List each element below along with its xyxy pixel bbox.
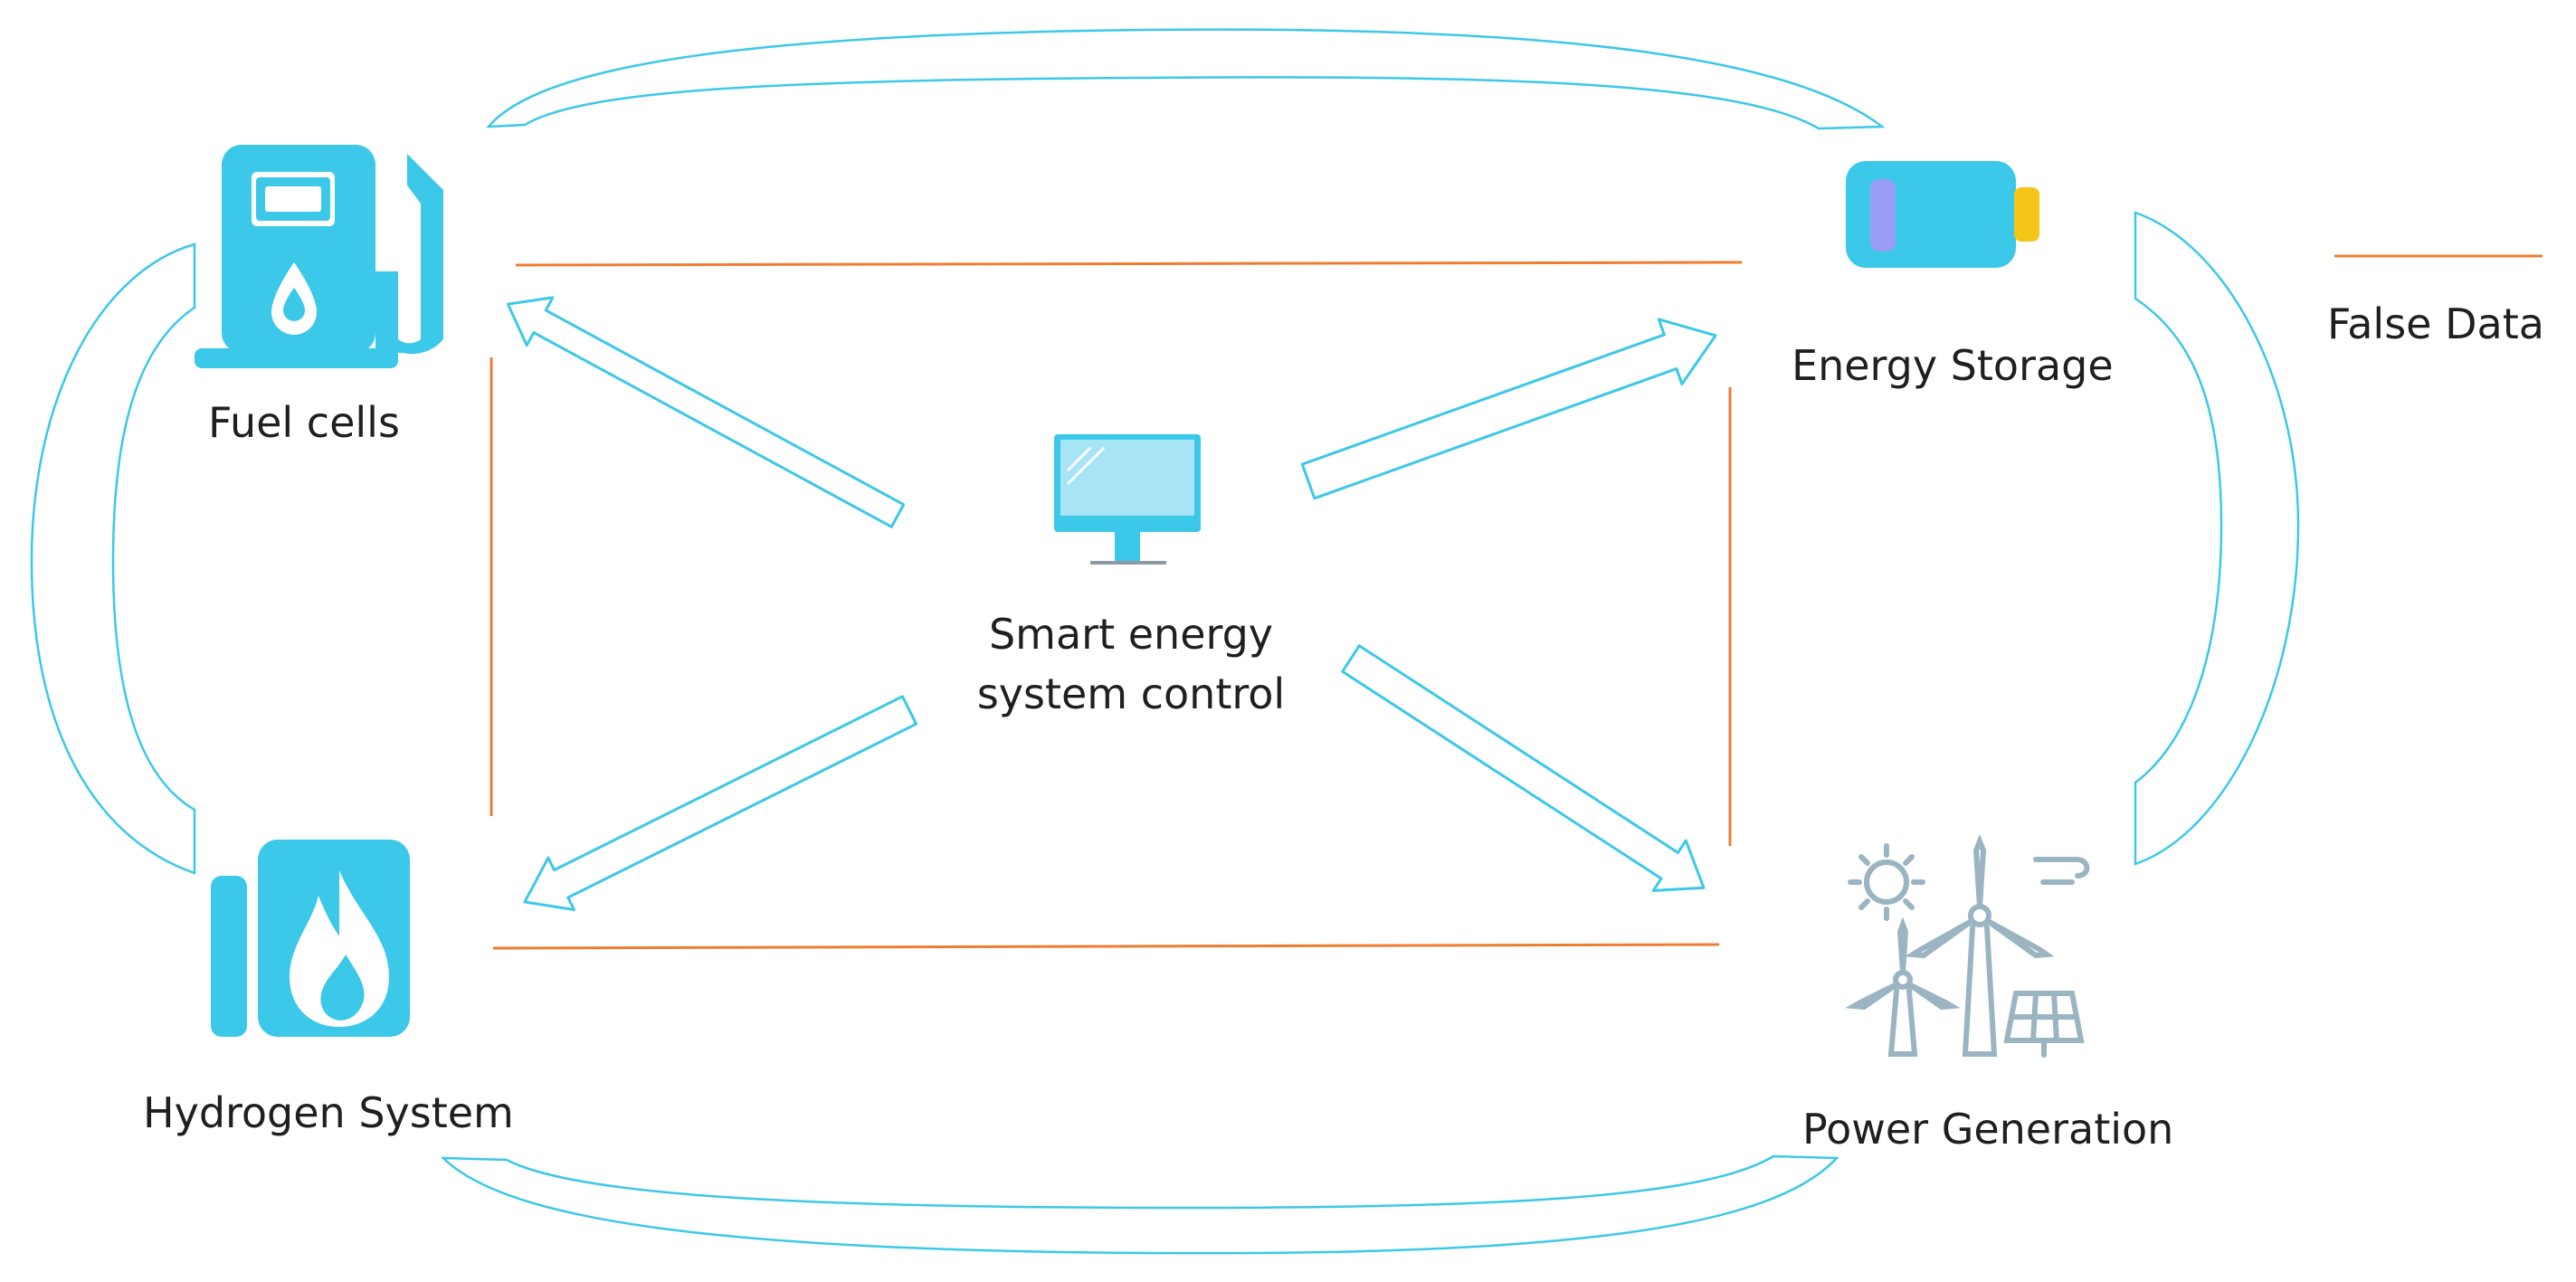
right-connector-band (2134, 211, 2300, 866)
false-data-line-bottom (492, 943, 1720, 950)
battery-icon (1846, 161, 2039, 268)
control-label-line-2: system control (976, 669, 1286, 718)
wind-solar-icon (1845, 833, 2090, 1058)
arrow-to-hydrogen-system (523, 695, 918, 912)
top-connector-band (486, 28, 1886, 130)
hydrogen-system-label: Hydrogen System (143, 1088, 514, 1137)
arrow-to-fuel-cells (506, 296, 906, 528)
false-data-line-top (515, 261, 1743, 267)
monitor-icon (1054, 434, 1201, 565)
power-generation-label: Power Generation (1802, 1105, 2174, 1154)
legend-false-data-label: False Data (2327, 299, 2544, 348)
left-connector-band (30, 242, 196, 875)
fuel-cells-label: Fuel cells (208, 398, 400, 447)
arrow-to-energy-storage (1300, 318, 1717, 500)
energy-storage-label: Energy Storage (1792, 341, 2114, 390)
hydrogen-tank-icon (211, 840, 410, 1037)
arrow-to-power-generation (1341, 644, 1706, 892)
bottom-connector-band (440, 1154, 1839, 1255)
fuel-pump-icon (195, 145, 443, 368)
control-label-line-1: Smart energy (988, 610, 1274, 659)
control-label: Smart energy system control (950, 604, 1312, 724)
